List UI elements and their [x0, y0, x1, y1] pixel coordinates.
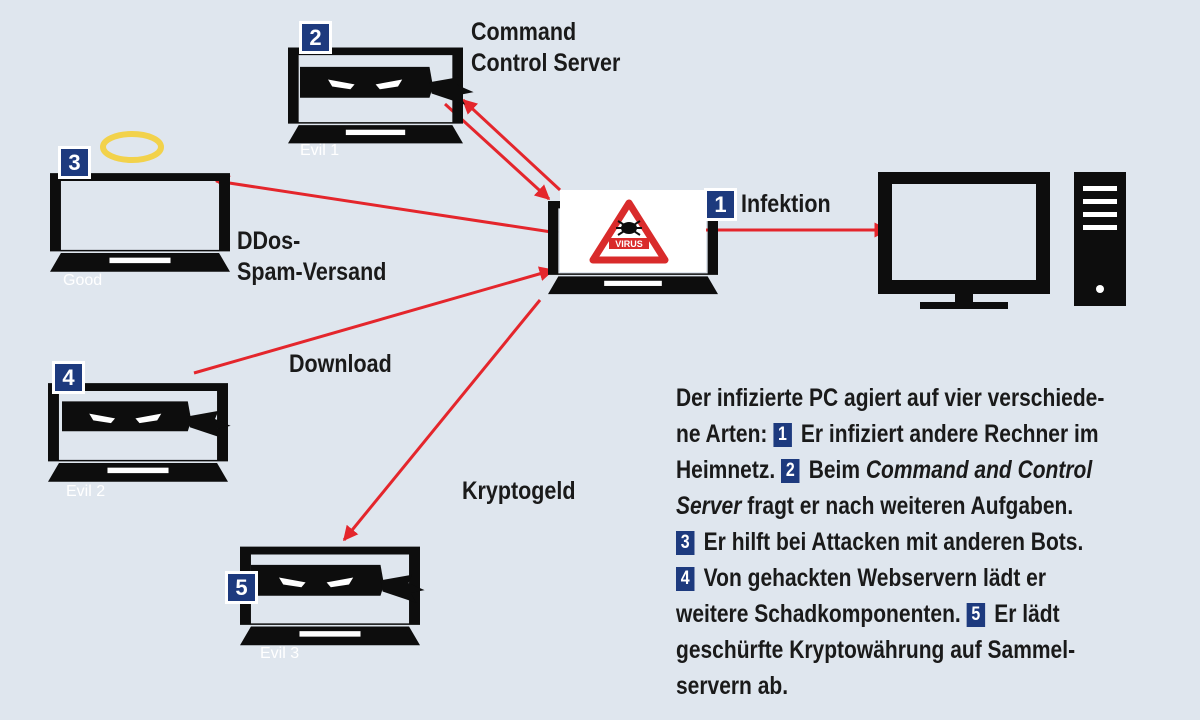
- badge-command-server: 2: [299, 21, 332, 54]
- desc-text: weitere Schadkomponenten.: [676, 600, 967, 628]
- evil1-laptop: [288, 47, 474, 144]
- inline-badge-3: 3: [676, 531, 695, 555]
- evil2-laptop: [48, 383, 231, 482]
- ddos-line-2: Spam-Versand: [237, 258, 387, 286]
- desc-text: Heimnetz.: [676, 456, 782, 484]
- description-text: Der infizierte PC agiert auf vier versch…: [676, 380, 1196, 704]
- desc-italic: Server: [676, 492, 742, 520]
- inline-badge-1: 1: [773, 423, 792, 447]
- desc-text: ne Arten:: [676, 420, 774, 448]
- desc-text: Er hilft bei Attacken mit anderen Bots.: [697, 528, 1084, 556]
- desc-line-8: geschürfte Kryptowährung auf Sammel-: [676, 636, 1076, 664]
- command-line-2: Control Server: [471, 49, 621, 77]
- evil3-name: Evil 3: [260, 645, 300, 662]
- kryptogeld-label: Kryptogeld: [462, 477, 576, 505]
- desc-line-6: 4 Von gehackten Webservern lädt er: [676, 560, 1196, 596]
- inline-badge-5: 5: [966, 603, 986, 627]
- virus-sign-text: VIRUS: [615, 239, 643, 249]
- inline-badge-4: 4: [676, 567, 695, 591]
- desc-text: Von gehackten Webservern lädt er: [697, 564, 1047, 592]
- inline-badge-2: 2: [781, 459, 800, 483]
- desc-line-2: ne Arten: 1 Er infiziert andere Rechner …: [676, 416, 1196, 452]
- desc-line-3: Heimnetz. 2 Beim Command and Control: [676, 452, 1196, 488]
- desc-text: Er infiziert andere Rechner im: [795, 420, 1099, 448]
- badge-crypto: 5: [225, 571, 258, 604]
- arrow-to-evil3: [342, 299, 542, 542]
- desc-text: Er lädt: [988, 600, 1060, 628]
- infected-laptop: [548, 190, 718, 295]
- ddos-line-1: DDos-: [237, 227, 301, 255]
- desc-italic: Command and Control: [865, 456, 1093, 484]
- badge-ddos: 3: [58, 146, 91, 179]
- arrow-from-evil2: [193, 266, 555, 375]
- desc-line-1: Der infizierte PC agiert auf vier versch…: [676, 384, 1105, 412]
- ddos-label: DDos- Spam-Versand: [237, 226, 386, 288]
- desc-line-4: Server fragt er nach weiteren Aufgaben.: [676, 488, 1196, 524]
- desc-text: Beim: [802, 456, 866, 484]
- good-name: Good: [63, 272, 103, 289]
- command-control-label: Command Control Server: [471, 17, 620, 79]
- command-line-1: Command: [471, 18, 577, 46]
- good-laptop: [50, 131, 230, 272]
- badge-infection: 1: [704, 188, 737, 221]
- desktop-computer: [878, 172, 1126, 309]
- download-label: Download: [289, 350, 392, 378]
- evil1-name: Evil 1: [300, 142, 340, 159]
- desc-text: fragt er nach weiteren Aufgaben.: [741, 492, 1074, 520]
- evil3-laptop: [240, 546, 425, 646]
- desc-line-5: 3 Er hilft bei Attacken mit anderen Bots…: [676, 524, 1196, 560]
- infektion-label: Infektion: [741, 190, 831, 218]
- arrow-to-good: [214, 175, 559, 235]
- badge-download: 4: [52, 361, 85, 394]
- desc-line-7: weitere Schadkomponenten. 5 Er lädt: [676, 596, 1196, 632]
- arrow-to-server-a: [461, 98, 562, 192]
- evil2-name: Evil 2: [66, 483, 106, 500]
- desc-line-9: servern ab.: [676, 672, 789, 700]
